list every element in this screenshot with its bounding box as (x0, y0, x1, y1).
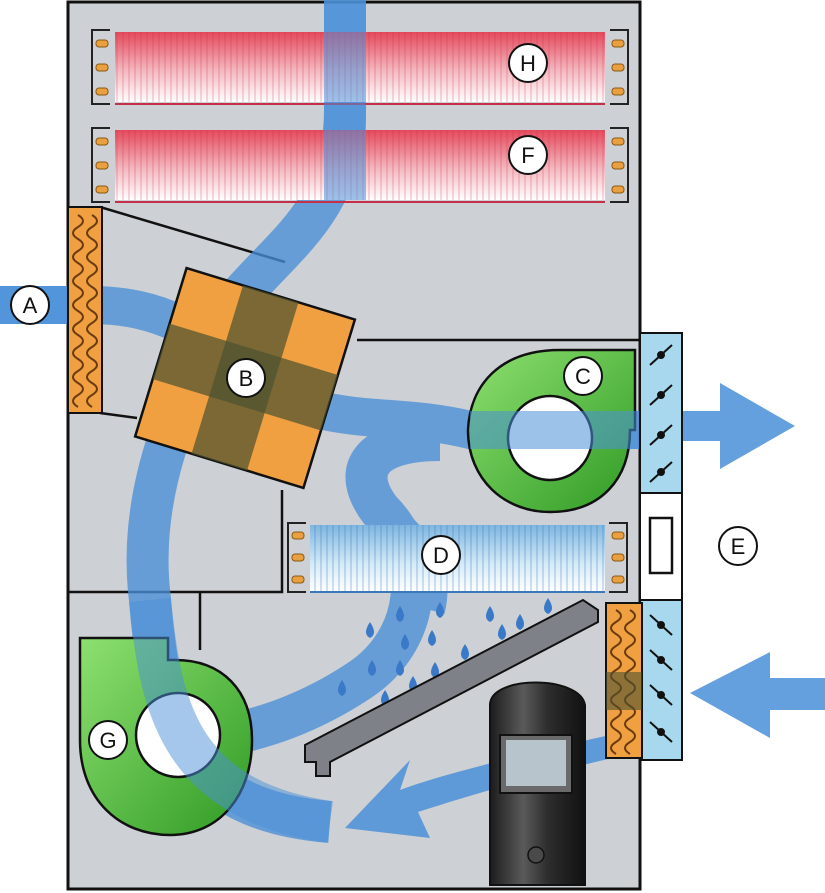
bypass-damper-e (639, 492, 683, 601)
svg-text:A: A (23, 293, 38, 318)
label-e: E (718, 526, 758, 566)
svg-text:H: H (520, 51, 536, 76)
label-a: A (10, 285, 50, 325)
svg-text:E: E (731, 534, 746, 559)
exhaust-damper (639, 332, 683, 494)
intake-damper (639, 599, 683, 761)
fan-g-airflow (129, 597, 334, 843)
svg-text:C: C (575, 364, 591, 389)
compressor (489, 681, 586, 886)
fresh-air-inlet-arrow (690, 652, 825, 738)
label-b: B (226, 358, 266, 398)
intake-filter (67, 206, 103, 414)
label-c: C (563, 356, 603, 396)
label-f: F (508, 135, 548, 175)
svg-text:B: B (239, 366, 254, 391)
svg-text:F: F (521, 143, 534, 168)
svg-text:G: G (99, 728, 116, 753)
svg-text:D: D (433, 543, 449, 568)
intake-filter-right (605, 602, 643, 759)
label-g: G (88, 720, 128, 760)
label-h: H (508, 43, 548, 83)
exhaust-air-arrow (640, 383, 795, 469)
label-d: D (421, 535, 461, 575)
condensate-droplets (338, 598, 552, 706)
drain-pan (304, 598, 599, 777)
